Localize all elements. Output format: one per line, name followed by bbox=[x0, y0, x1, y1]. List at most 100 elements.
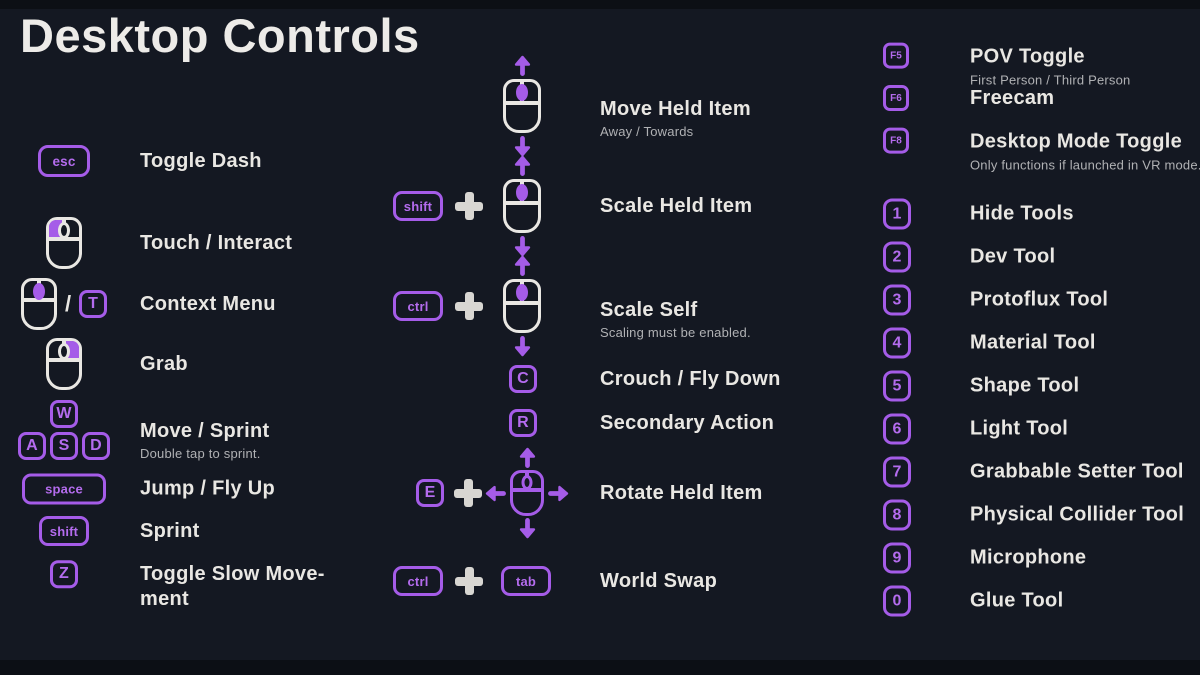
shortcut-sublabel: Scaling must be enabled. bbox=[600, 325, 751, 341]
shortcut-row-grabbable-setter-tool: 7 Grabbable Setter Tool bbox=[883, 456, 1200, 488]
shift-key: shift bbox=[39, 516, 89, 546]
shortcut-row-physical-collider-tool: 8 Physical Collider Tool bbox=[883, 499, 1200, 531]
mouse-scroll-icon bbox=[503, 155, 541, 257]
shortcut-row-pov-toggle: F5 POV Toggle First Person / Third Perso… bbox=[883, 35, 1200, 87]
shortcut-row-protoflux-tool: 3 Protoflux Tool bbox=[883, 284, 1200, 316]
arrow-down-icon bbox=[514, 136, 530, 157]
shortcut-row-light-tool: 6 Light Tool bbox=[883, 413, 1200, 445]
5-key: 5 bbox=[883, 370, 911, 402]
shortcut-label: Toggle Slow Move- ment bbox=[140, 563, 325, 610]
top-edge-bar bbox=[0, 0, 1200, 9]
shortcut-row-secondary-action: R Secondary Action bbox=[393, 409, 900, 437]
plus-icon bbox=[455, 567, 483, 595]
shortcut-row-scale-self: ctrl Scale Self Scaling must be enabled. bbox=[393, 255, 900, 357]
scroll-wheel-icon bbox=[516, 84, 528, 101]
scroll-wheel-icon bbox=[521, 475, 533, 490]
arrow-down-icon bbox=[519, 518, 535, 539]
ctrl-key: ctrl bbox=[393, 566, 443, 596]
shortcut-label: Secondary Action bbox=[600, 411, 775, 434]
shortcut-row-glue-tool: 0 Glue Tool bbox=[883, 585, 1200, 617]
shortcut-sublabel: Away / Towards bbox=[600, 124, 694, 140]
shortcut-label: Context Menu bbox=[140, 292, 276, 315]
r-key: R bbox=[509, 409, 537, 437]
shortcut-label: Jump / Fly Up bbox=[140, 477, 276, 500]
scroll-wheel-icon bbox=[58, 222, 70, 239]
shortcut-label: Microphone bbox=[970, 546, 1087, 569]
plus-icon bbox=[455, 192, 483, 220]
ctrl-key: ctrl bbox=[393, 291, 443, 321]
shortcut-label: Rotate Held Item bbox=[600, 481, 763, 504]
shortcut-label: Physical Collider Tool bbox=[970, 503, 1185, 526]
arrow-left-icon bbox=[485, 485, 506, 501]
shortcut-row-sprint: shift Sprint bbox=[0, 516, 470, 546]
shortcut-label: Grabbable Setter Tool bbox=[970, 460, 1184, 483]
6-key: 6 bbox=[883, 413, 911, 445]
arrow-up-icon bbox=[519, 447, 535, 468]
esc-key: esc bbox=[38, 145, 90, 177]
arrow-right-icon bbox=[548, 485, 569, 501]
e-key: E bbox=[416, 479, 444, 507]
shortcut-label: Hide Tools bbox=[970, 202, 1074, 225]
shortcut-row-move-sprint: W A S D Move / Sprint Double tap to spri… bbox=[0, 400, 470, 462]
mouse-right-click-icon bbox=[46, 338, 82, 390]
shortcut-row-rotate-held-item: E Rotate Held Item bbox=[393, 447, 900, 539]
shortcut-label: Light Tool bbox=[970, 417, 1069, 440]
shortcut-row-toggle-slow-movement: Z Toggle Slow Move- ment bbox=[0, 549, 470, 610]
shortcut-row-move-held-item: Move Held Item Away / Towards bbox=[393, 55, 900, 157]
shortcut-row-material-tool: 4 Material Tool bbox=[883, 327, 1200, 359]
shortcut-row-desktop-mode-toggle: F8 Desktop Mode Toggle Only functions if… bbox=[883, 120, 1200, 172]
shortcut-sublabel: First Person / Third Person bbox=[970, 72, 1131, 88]
shortcut-label: Touch / Interact bbox=[140, 231, 293, 254]
shortcut-sublabel: Double tap to sprint. bbox=[140, 446, 261, 462]
shortcut-label: Toggle Dash bbox=[140, 149, 262, 172]
scroll-wheel-icon bbox=[516, 284, 528, 301]
shortcut-row-microphone: 9 Microphone bbox=[883, 542, 1200, 574]
shortcut-label: Shape Tool bbox=[970, 374, 1080, 397]
f5-key: F5 bbox=[883, 42, 909, 69]
shortcut-row-scale-held-item: shift Scale Held Item bbox=[393, 155, 900, 257]
shortcut-row-jump-fly-up: space Jump / Fly Up bbox=[0, 473, 470, 505]
mouse-scroll-icon bbox=[503, 55, 541, 157]
shortcut-row-dev-tool: 2 Dev Tool bbox=[883, 241, 1200, 273]
shortcut-row-toggle-dash: esc Toggle Dash bbox=[0, 145, 470, 177]
shortcut-label: POV Toggle bbox=[970, 45, 1085, 68]
shortcut-label: Scale Held Item bbox=[600, 194, 753, 217]
f6-key: F6 bbox=[883, 85, 909, 111]
space-key: space bbox=[22, 473, 106, 505]
1-key: 1 bbox=[883, 198, 911, 230]
shortcut-row-grab: Grab bbox=[0, 338, 470, 390]
shortcut-row-context-menu: / T Context Menu bbox=[0, 278, 470, 330]
shortcut-row-freecam: F6 Freecam bbox=[883, 85, 1200, 111]
arrow-up-icon bbox=[514, 55, 530, 76]
arrow-down-icon bbox=[514, 236, 530, 257]
shortcut-label: Scale Self bbox=[600, 298, 698, 321]
d-key: D bbox=[82, 432, 110, 460]
plus-icon bbox=[454, 479, 482, 507]
arrow-up-icon bbox=[514, 155, 530, 176]
3-key: 3 bbox=[883, 284, 911, 316]
shortcut-label: Desktop Mode Toggle bbox=[970, 130, 1182, 153]
shortcut-row-shape-tool: 5 Shape Tool bbox=[883, 370, 1200, 402]
shortcut-row-hide-tools: 1 Hide Tools bbox=[883, 198, 1200, 230]
shortcut-label: Grab bbox=[140, 352, 188, 375]
z-key: Z bbox=[50, 560, 78, 588]
shortcut-label: Protoflux Tool bbox=[970, 288, 1109, 311]
tab-key: tab bbox=[501, 566, 551, 596]
w-key: W bbox=[50, 400, 78, 428]
plus-icon bbox=[455, 292, 483, 320]
shortcut-label: Glue Tool bbox=[970, 589, 1064, 612]
or-separator: / bbox=[64, 291, 72, 316]
f8-key: F8 bbox=[883, 127, 909, 154]
scroll-wheel-icon bbox=[32, 283, 45, 300]
mouse-left-click-icon bbox=[46, 217, 82, 269]
shortcut-label: Sprint bbox=[140, 519, 200, 542]
shortcut-label: Crouch / Fly Down bbox=[600, 367, 781, 390]
bottom-edge-bar bbox=[0, 660, 1200, 675]
shortcut-label: World Swap bbox=[600, 569, 718, 592]
shortcut-label: Move Held Item bbox=[600, 97, 751, 120]
shortcut-label: Material Tool bbox=[970, 331, 1096, 354]
t-key: T bbox=[79, 290, 108, 318]
shortcut-label: Dev Tool bbox=[970, 245, 1056, 268]
scroll-wheel-icon bbox=[516, 184, 528, 201]
shortcut-sublabel: Only functions if launched in VR mode. bbox=[970, 157, 1200, 173]
